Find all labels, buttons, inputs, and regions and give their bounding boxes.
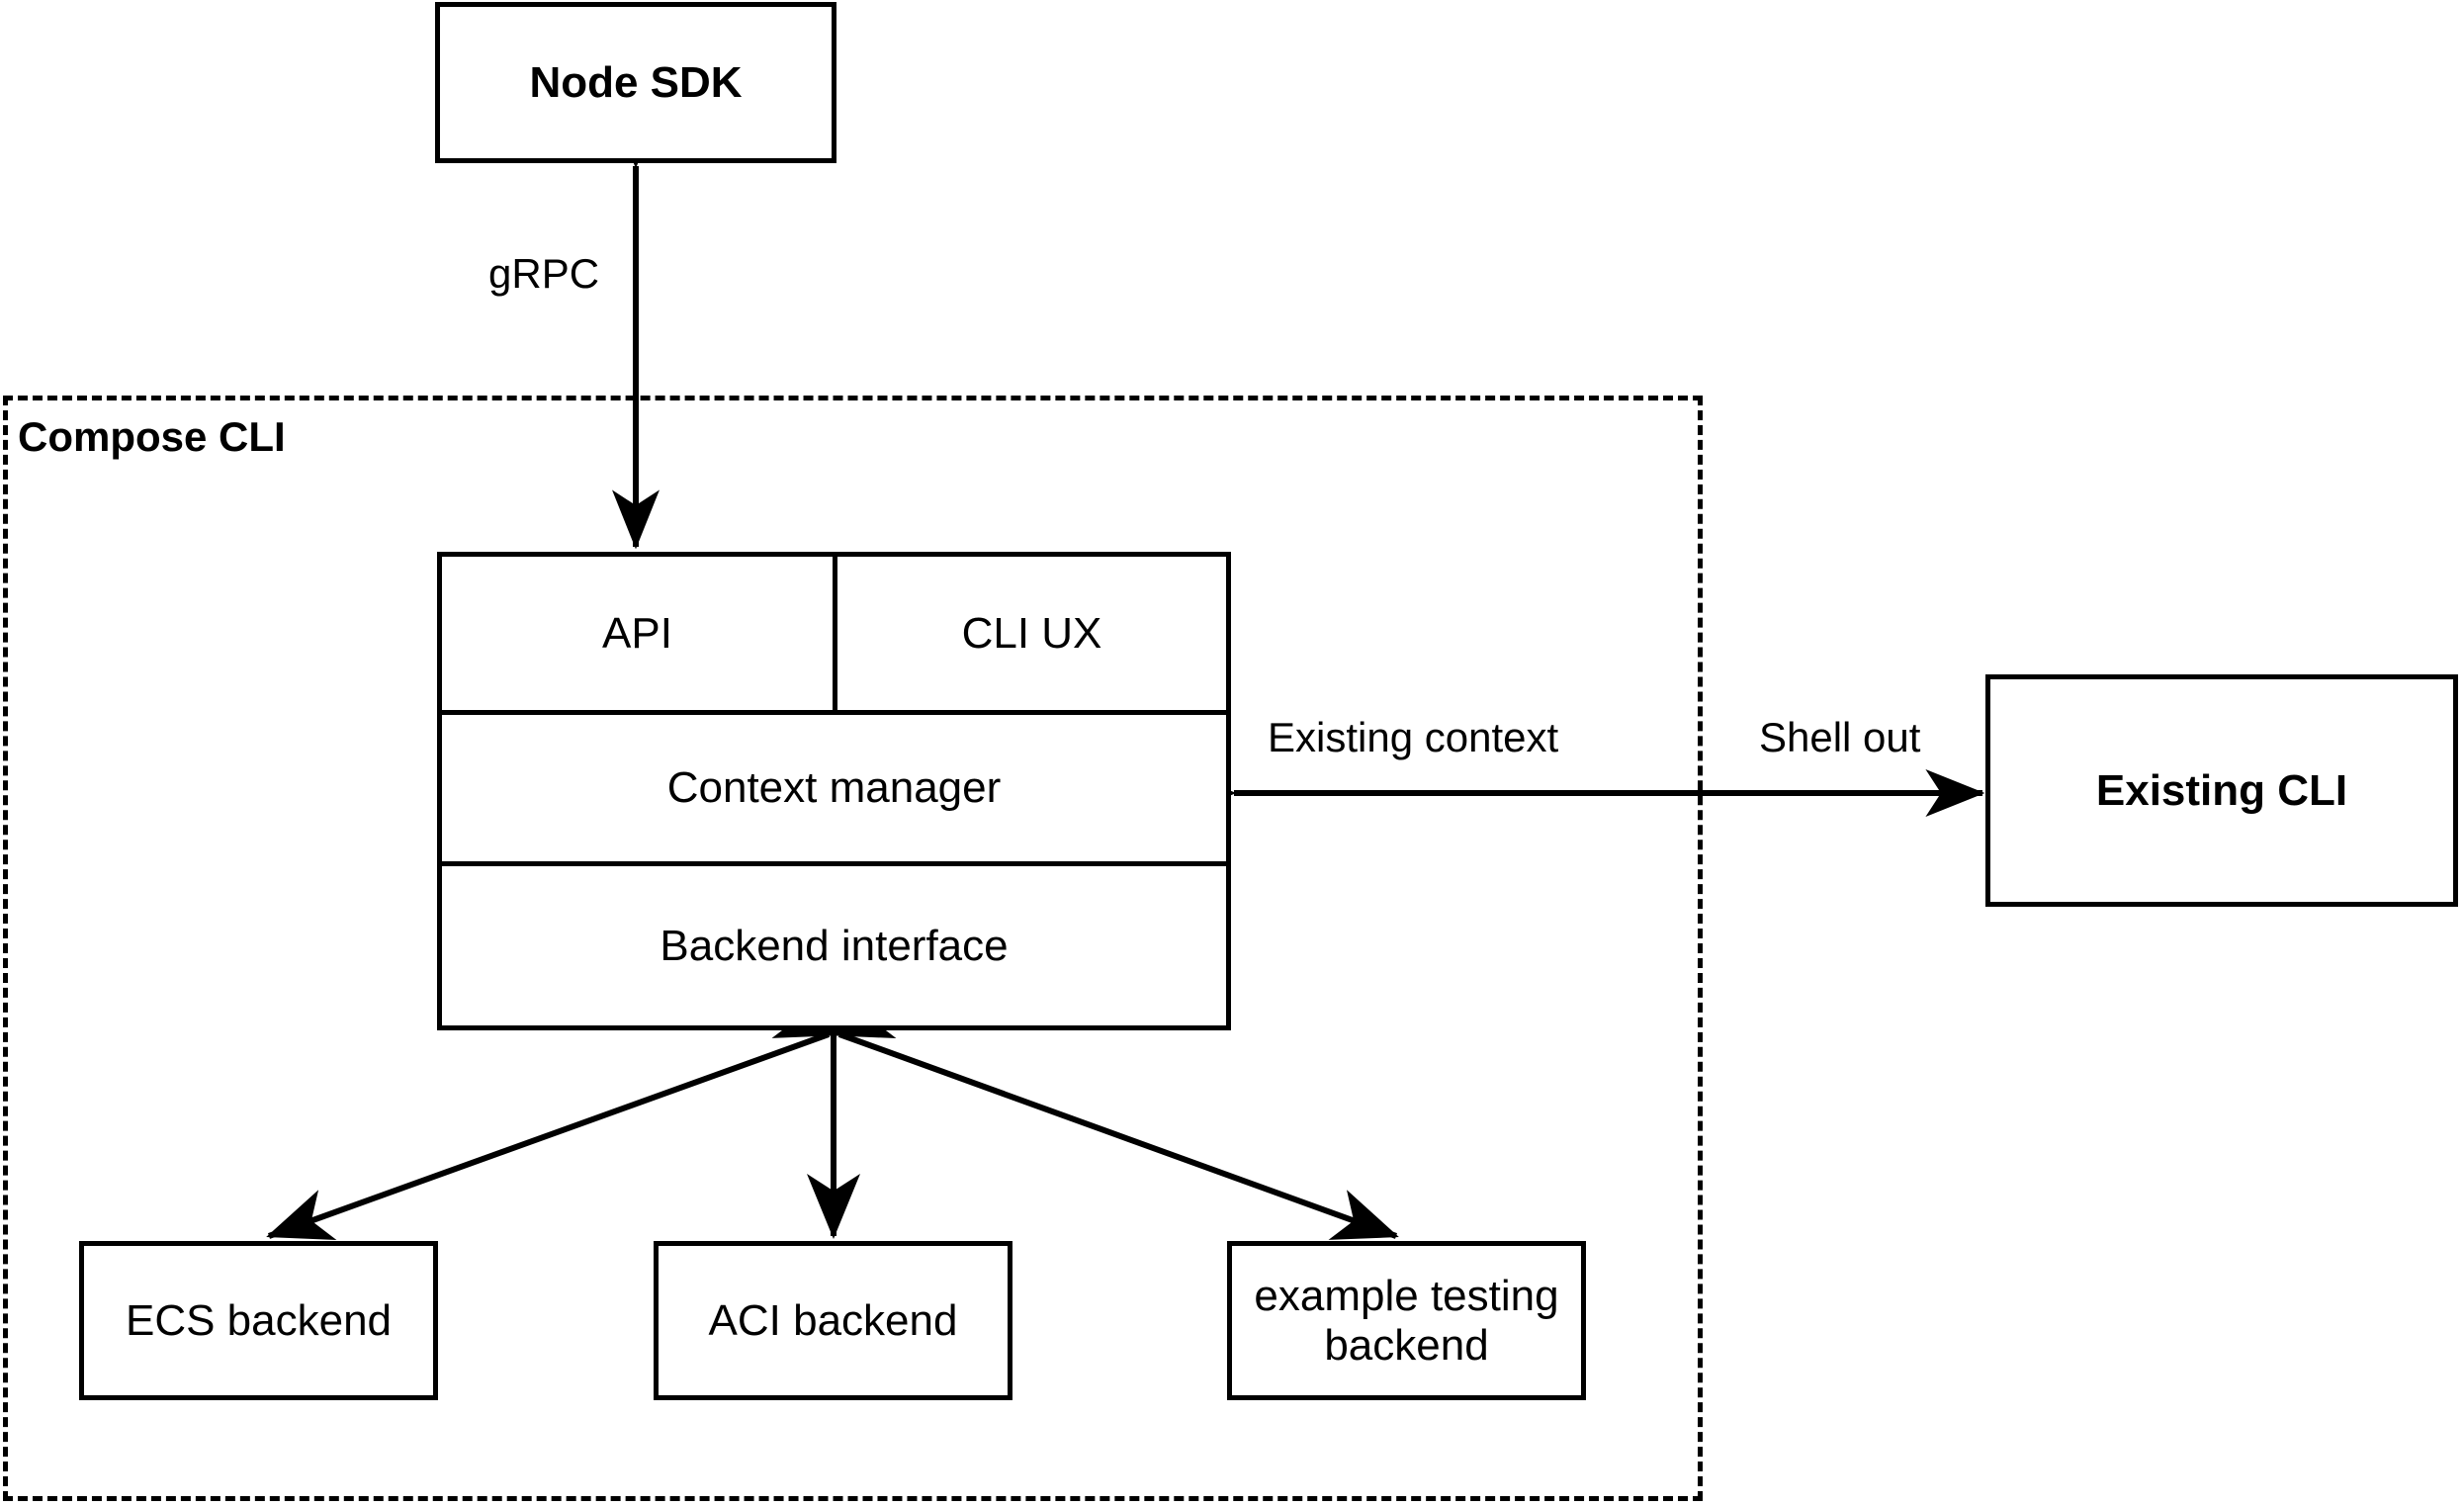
- group-compose-cli: [3, 396, 1703, 1501]
- node-backend-interface-label: Backend interface: [660, 921, 1009, 970]
- node-existing-cli[interactable]: Existing CLI: [1985, 674, 2458, 907]
- node-example-testing-backend[interactable]: example testing backend: [1227, 1241, 1586, 1400]
- node-aci-backend-label: ACI backend: [708, 1295, 958, 1345]
- node-existing-cli-label: Existing CLI: [2095, 765, 2348, 815]
- edge-label-shell-out: Shell out: [1755, 714, 1925, 761]
- group-compose-cli-label: Compose CLI: [18, 413, 286, 460]
- edge-backend-example: [771, 988, 1399, 1240]
- node-aci-backend[interactable]: ACI backend: [654, 1241, 1012, 1400]
- divider-api-cliux: [833, 557, 837, 710]
- divider-top-row: [442, 710, 1226, 715]
- node-node-sdk-label: Node SDK: [529, 57, 743, 107]
- node-cli-ux-label: CLI UX: [961, 608, 1102, 658]
- node-cli-ux[interactable]: CLI UX: [837, 557, 1226, 710]
- component-stack: API CLI UX Context manager Backend inter…: [437, 552, 1231, 1030]
- node-node-sdk[interactable]: Node SDK: [435, 2, 836, 163]
- node-api-label: API: [602, 608, 672, 658]
- node-context-manager-label: Context manager: [666, 763, 1002, 812]
- node-example-testing-backend-label: example testing backend: [1254, 1272, 1559, 1370]
- edge-label-grpc: gRPC: [484, 250, 604, 298]
- divider-context-backend: [442, 861, 1226, 866]
- edge-label-existing-context: Existing context: [1264, 714, 1563, 761]
- node-api[interactable]: API: [442, 557, 833, 710]
- node-context-manager[interactable]: Context manager: [442, 715, 1226, 861]
- node-ecs-backend-label: ECS backend: [125, 1295, 393, 1345]
- node-backend-interface[interactable]: Backend interface: [442, 866, 1226, 1025]
- edge-backend-ecs: [266, 988, 897, 1241]
- node-ecs-backend[interactable]: ECS backend: [79, 1241, 438, 1400]
